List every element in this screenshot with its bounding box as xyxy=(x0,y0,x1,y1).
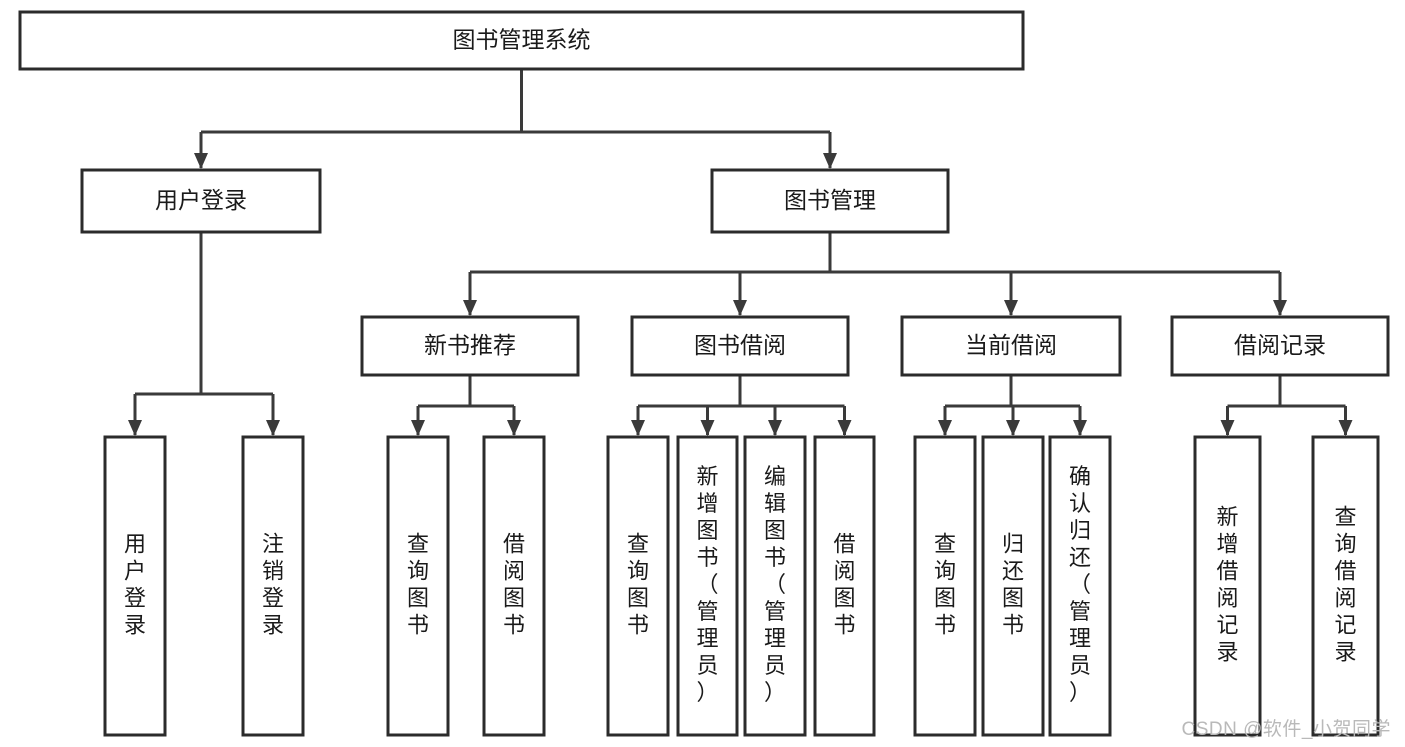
book-borrow-to-leaves-arrow-0 xyxy=(631,420,645,436)
leaf-node-8[interactable]: 查询图书 xyxy=(913,435,977,737)
leaf-node-5-label: 新增图书（管理员） xyxy=(696,464,718,705)
root-to-level2-arrow-1 xyxy=(823,153,837,169)
leaf-node-3-label: 借阅图书 xyxy=(503,531,525,637)
leaf-node-0-box[interactable] xyxy=(103,435,167,737)
level3-node-0[interactable]: 新书推荐 xyxy=(360,315,580,377)
leaf-node-7-label: 借阅图书 xyxy=(833,531,855,637)
level3-node-3-box[interactable] xyxy=(1170,315,1390,377)
leaf-node-2[interactable]: 查询图书 xyxy=(386,435,450,737)
level2-node-1-label: 图书管理 xyxy=(784,187,876,213)
leaf-node-3-box[interactable] xyxy=(482,435,546,737)
leaf-node-1[interactable]: 注销登录 xyxy=(241,435,305,737)
leaf-node-3[interactable]: 借阅图书 xyxy=(482,435,546,737)
level3-node-3-label: 借阅记录 xyxy=(1234,332,1326,358)
borrow-record-to-leaves-arrow-1 xyxy=(1338,420,1353,436)
leaf-node-7[interactable]: 借阅图书 xyxy=(813,435,876,737)
leaf-node-6-label: 编辑图书（管理员） xyxy=(764,464,786,705)
level2-node-0-label: 用户登录 xyxy=(155,187,247,213)
level3-node-1-box[interactable] xyxy=(630,315,850,377)
leaf-node-6-box[interactable] xyxy=(743,435,807,737)
leaf-node-9[interactable]: 归还图书 xyxy=(981,435,1045,737)
leaf-node-12-box[interactable] xyxy=(1311,435,1380,737)
root-node-book-management-system-box[interactable] xyxy=(18,10,1025,71)
book-borrow-to-leaves-arrow-1 xyxy=(700,420,715,436)
leaf-node-2-box[interactable] xyxy=(386,435,450,737)
leaf-node-10-label: 确认归还（管理员） xyxy=(1069,464,1091,705)
level3-node-1-label: 图书借阅 xyxy=(694,332,786,358)
borrow-record-to-leaves-arrow-0 xyxy=(1220,420,1235,436)
leaf-node-4-label: 查询图书 xyxy=(627,531,649,637)
level3-node-3[interactable]: 借阅记录 xyxy=(1170,315,1390,377)
leaf-node-4[interactable]: 查询图书 xyxy=(606,435,670,737)
new-book-to-leaves-arrow-0 xyxy=(411,420,425,436)
level3-node-0-label: 新书推荐 xyxy=(424,332,516,358)
level3-node-0-box[interactable] xyxy=(360,315,580,377)
leaf-node-8-label: 查询图书 xyxy=(934,531,956,637)
new-book-to-leaves-arrow-1 xyxy=(507,420,521,436)
node-layer: 图书管理系统用户登录图书管理新书推荐图书借阅当前借阅借阅记录用户登录注销登录查询… xyxy=(18,10,1390,737)
user-login-to-leaves-arrow-0 xyxy=(128,420,142,436)
level3-node-2-label: 当前借阅 xyxy=(965,332,1057,358)
level2-node-0-box[interactable] xyxy=(80,168,322,234)
level3-node-1[interactable]: 图书借阅 xyxy=(630,315,850,377)
leaf-node-9-label: 归还图书 xyxy=(1002,531,1024,637)
leaf-node-8-box[interactable] xyxy=(913,435,977,737)
leaf-node-9-box[interactable] xyxy=(981,435,1045,737)
level3-node-2[interactable]: 当前借阅 xyxy=(900,315,1122,377)
leaf-node-5-box[interactable] xyxy=(676,435,739,737)
leaf-node-0[interactable]: 用户登录 xyxy=(103,435,167,737)
leaf-node-1-box[interactable] xyxy=(241,435,305,737)
root-node-book-management-system[interactable]: 图书管理系统 xyxy=(18,10,1025,71)
current-borrow-to-leaves-arrow-2 xyxy=(1073,420,1087,436)
leaf-node-12[interactable]: 查询借阅记录 xyxy=(1311,435,1380,737)
leaf-node-6[interactable]: 编辑图书（管理员） xyxy=(743,435,807,737)
current-borrow-to-leaves-arrow-1 xyxy=(1006,420,1020,436)
leaf-node-10[interactable]: 确认归还（管理员） xyxy=(1048,435,1112,737)
leaf-node-1-label: 注销登录 xyxy=(262,531,284,637)
leaf-node-4-box[interactable] xyxy=(606,435,670,737)
root-node-book-management-system-label: 图书管理系统 xyxy=(453,27,591,53)
current-borrow-to-leaves-arrow-0 xyxy=(938,420,952,436)
root-to-level2-arrow-0 xyxy=(194,153,208,169)
leaf-node-11[interactable]: 新增借阅记录 xyxy=(1193,435,1262,737)
level2-node-1-box[interactable] xyxy=(710,168,950,234)
leaf-node-7-box[interactable] xyxy=(813,435,876,737)
leaf-node-11-label: 新增借阅记录 xyxy=(1216,504,1238,664)
level3-node-2-box[interactable] xyxy=(900,315,1122,377)
leaf-node-0-label: 用户登录 xyxy=(124,531,146,637)
user-login-to-leaves-arrow-1 xyxy=(266,420,280,436)
leaf-node-10-box[interactable] xyxy=(1048,435,1112,737)
leaf-node-11-box[interactable] xyxy=(1193,435,1262,737)
connector-layer xyxy=(128,69,1353,436)
level2-node-0[interactable]: 用户登录 xyxy=(80,168,322,234)
leaf-node-2-label: 查询图书 xyxy=(407,531,429,637)
leaf-node-5[interactable]: 新增图书（管理员） xyxy=(676,435,739,737)
book-mgmt-to-level3-arrow-3 xyxy=(1273,300,1287,316)
book-borrow-to-leaves-arrow-3 xyxy=(837,420,852,436)
book-mgmt-to-level3-arrow-1 xyxy=(733,300,747,316)
book-mgmt-to-level3-arrow-2 xyxy=(1004,300,1018,316)
book-mgmt-to-level3-arrow-0 xyxy=(463,300,477,316)
leaf-node-12-label: 查询借阅记录 xyxy=(1334,504,1356,664)
level2-node-1[interactable]: 图书管理 xyxy=(710,168,950,234)
book-borrow-to-leaves-arrow-2 xyxy=(768,420,782,436)
